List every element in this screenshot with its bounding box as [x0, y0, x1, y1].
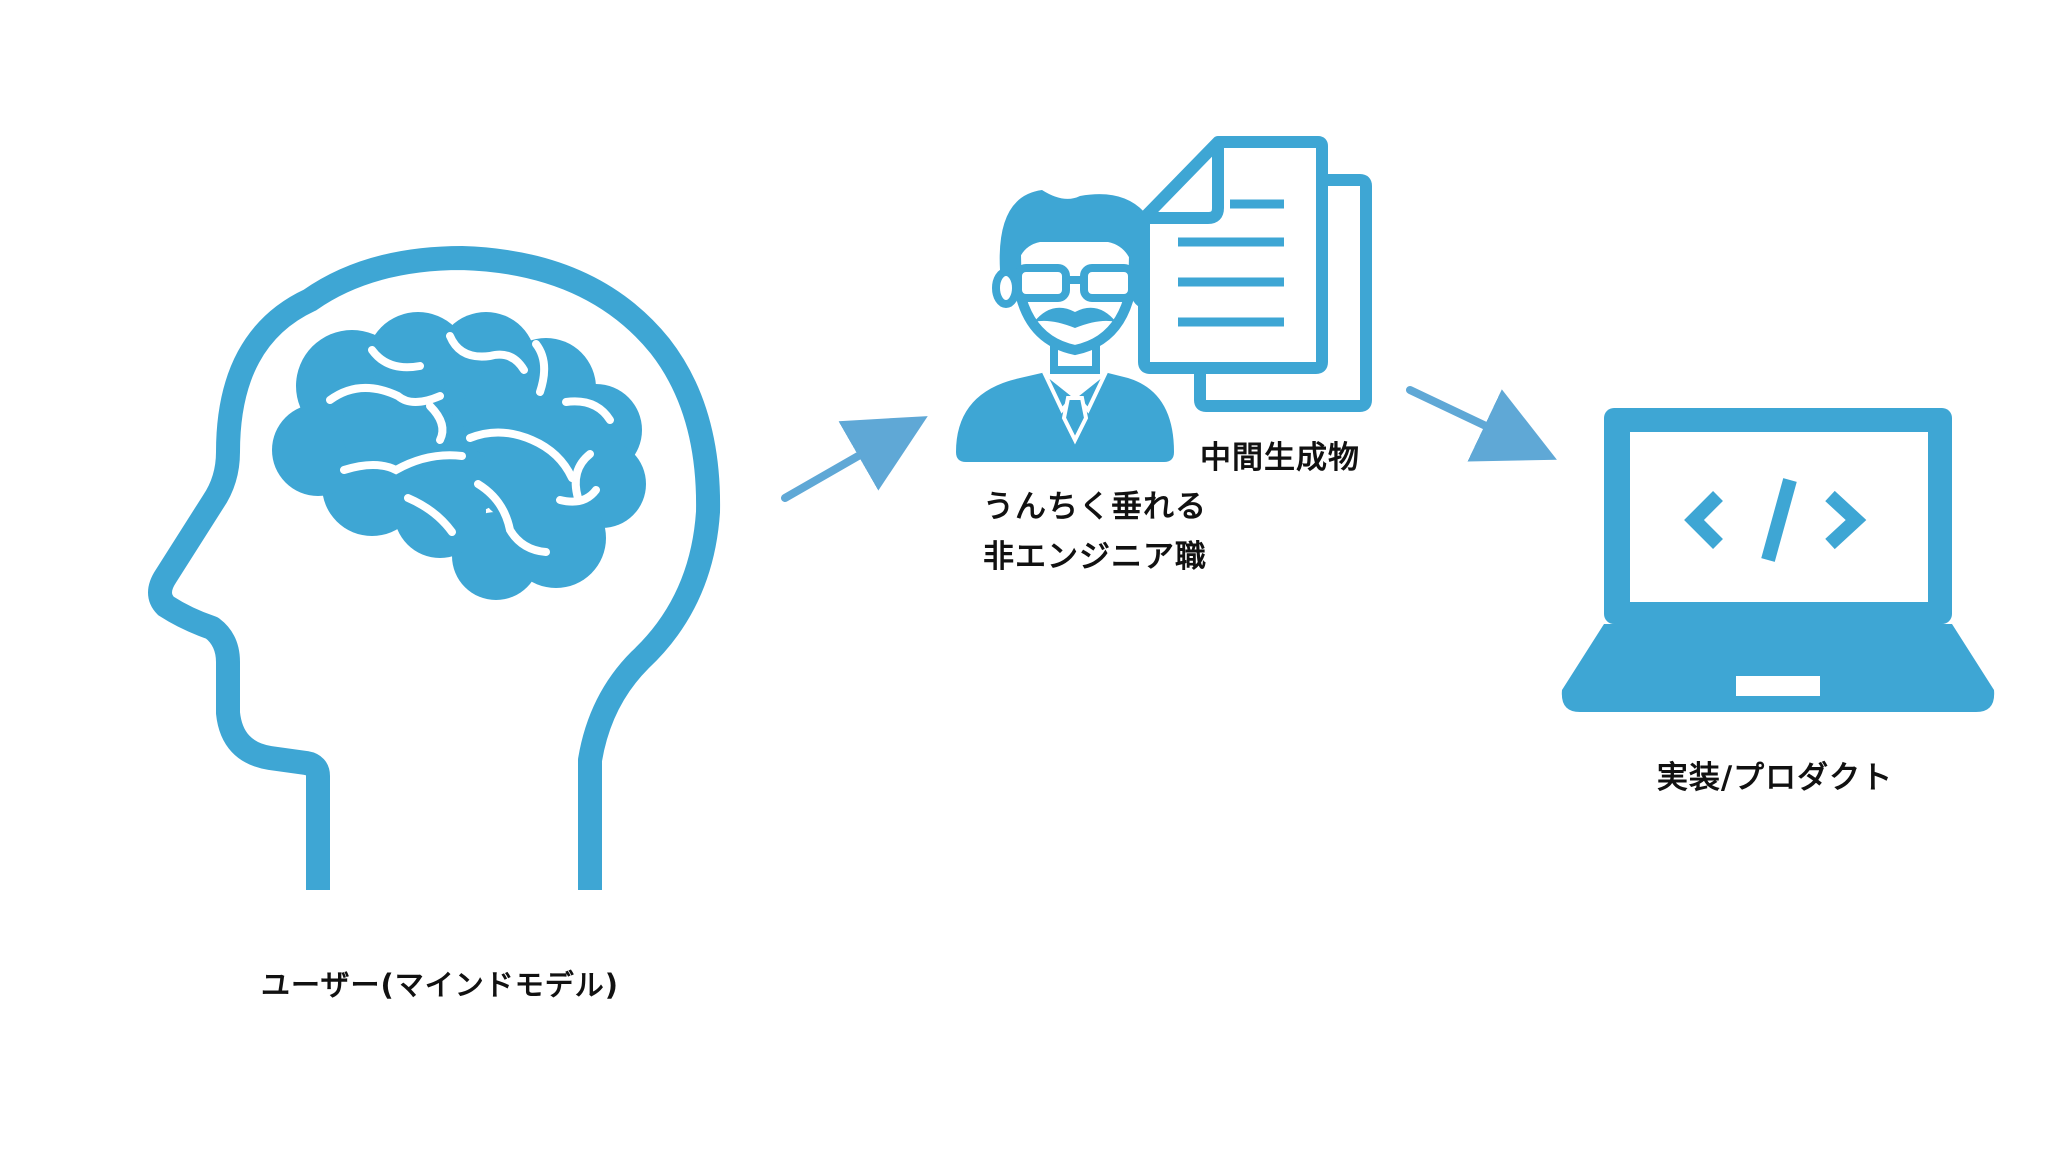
person-label-line1: うんちく垂れる — [983, 489, 1207, 525]
brain-folds — [326, 332, 614, 556]
code-symbol-icon — [1684, 478, 1867, 562]
brain-icon — [272, 312, 646, 600]
person-label-line2: 非エンジニア職 — [983, 539, 1207, 575]
person-label: うんちく垂れる 非エンジニア職 — [945, 482, 1245, 582]
product-label: 実装/プロダクト — [1656, 760, 1894, 796]
laptop-code-icon — [1561, 408, 1995, 712]
arrow-docs-to-product — [1406, 386, 1557, 462]
documents-icon — [1138, 136, 1372, 412]
user-label: ユーザー(マインドモデル) — [261, 968, 619, 1002]
docs-label: 中間生成物 — [1200, 440, 1360, 476]
head-brain-icon — [148, 246, 721, 890]
arrow-user-to-person — [781, 416, 928, 502]
